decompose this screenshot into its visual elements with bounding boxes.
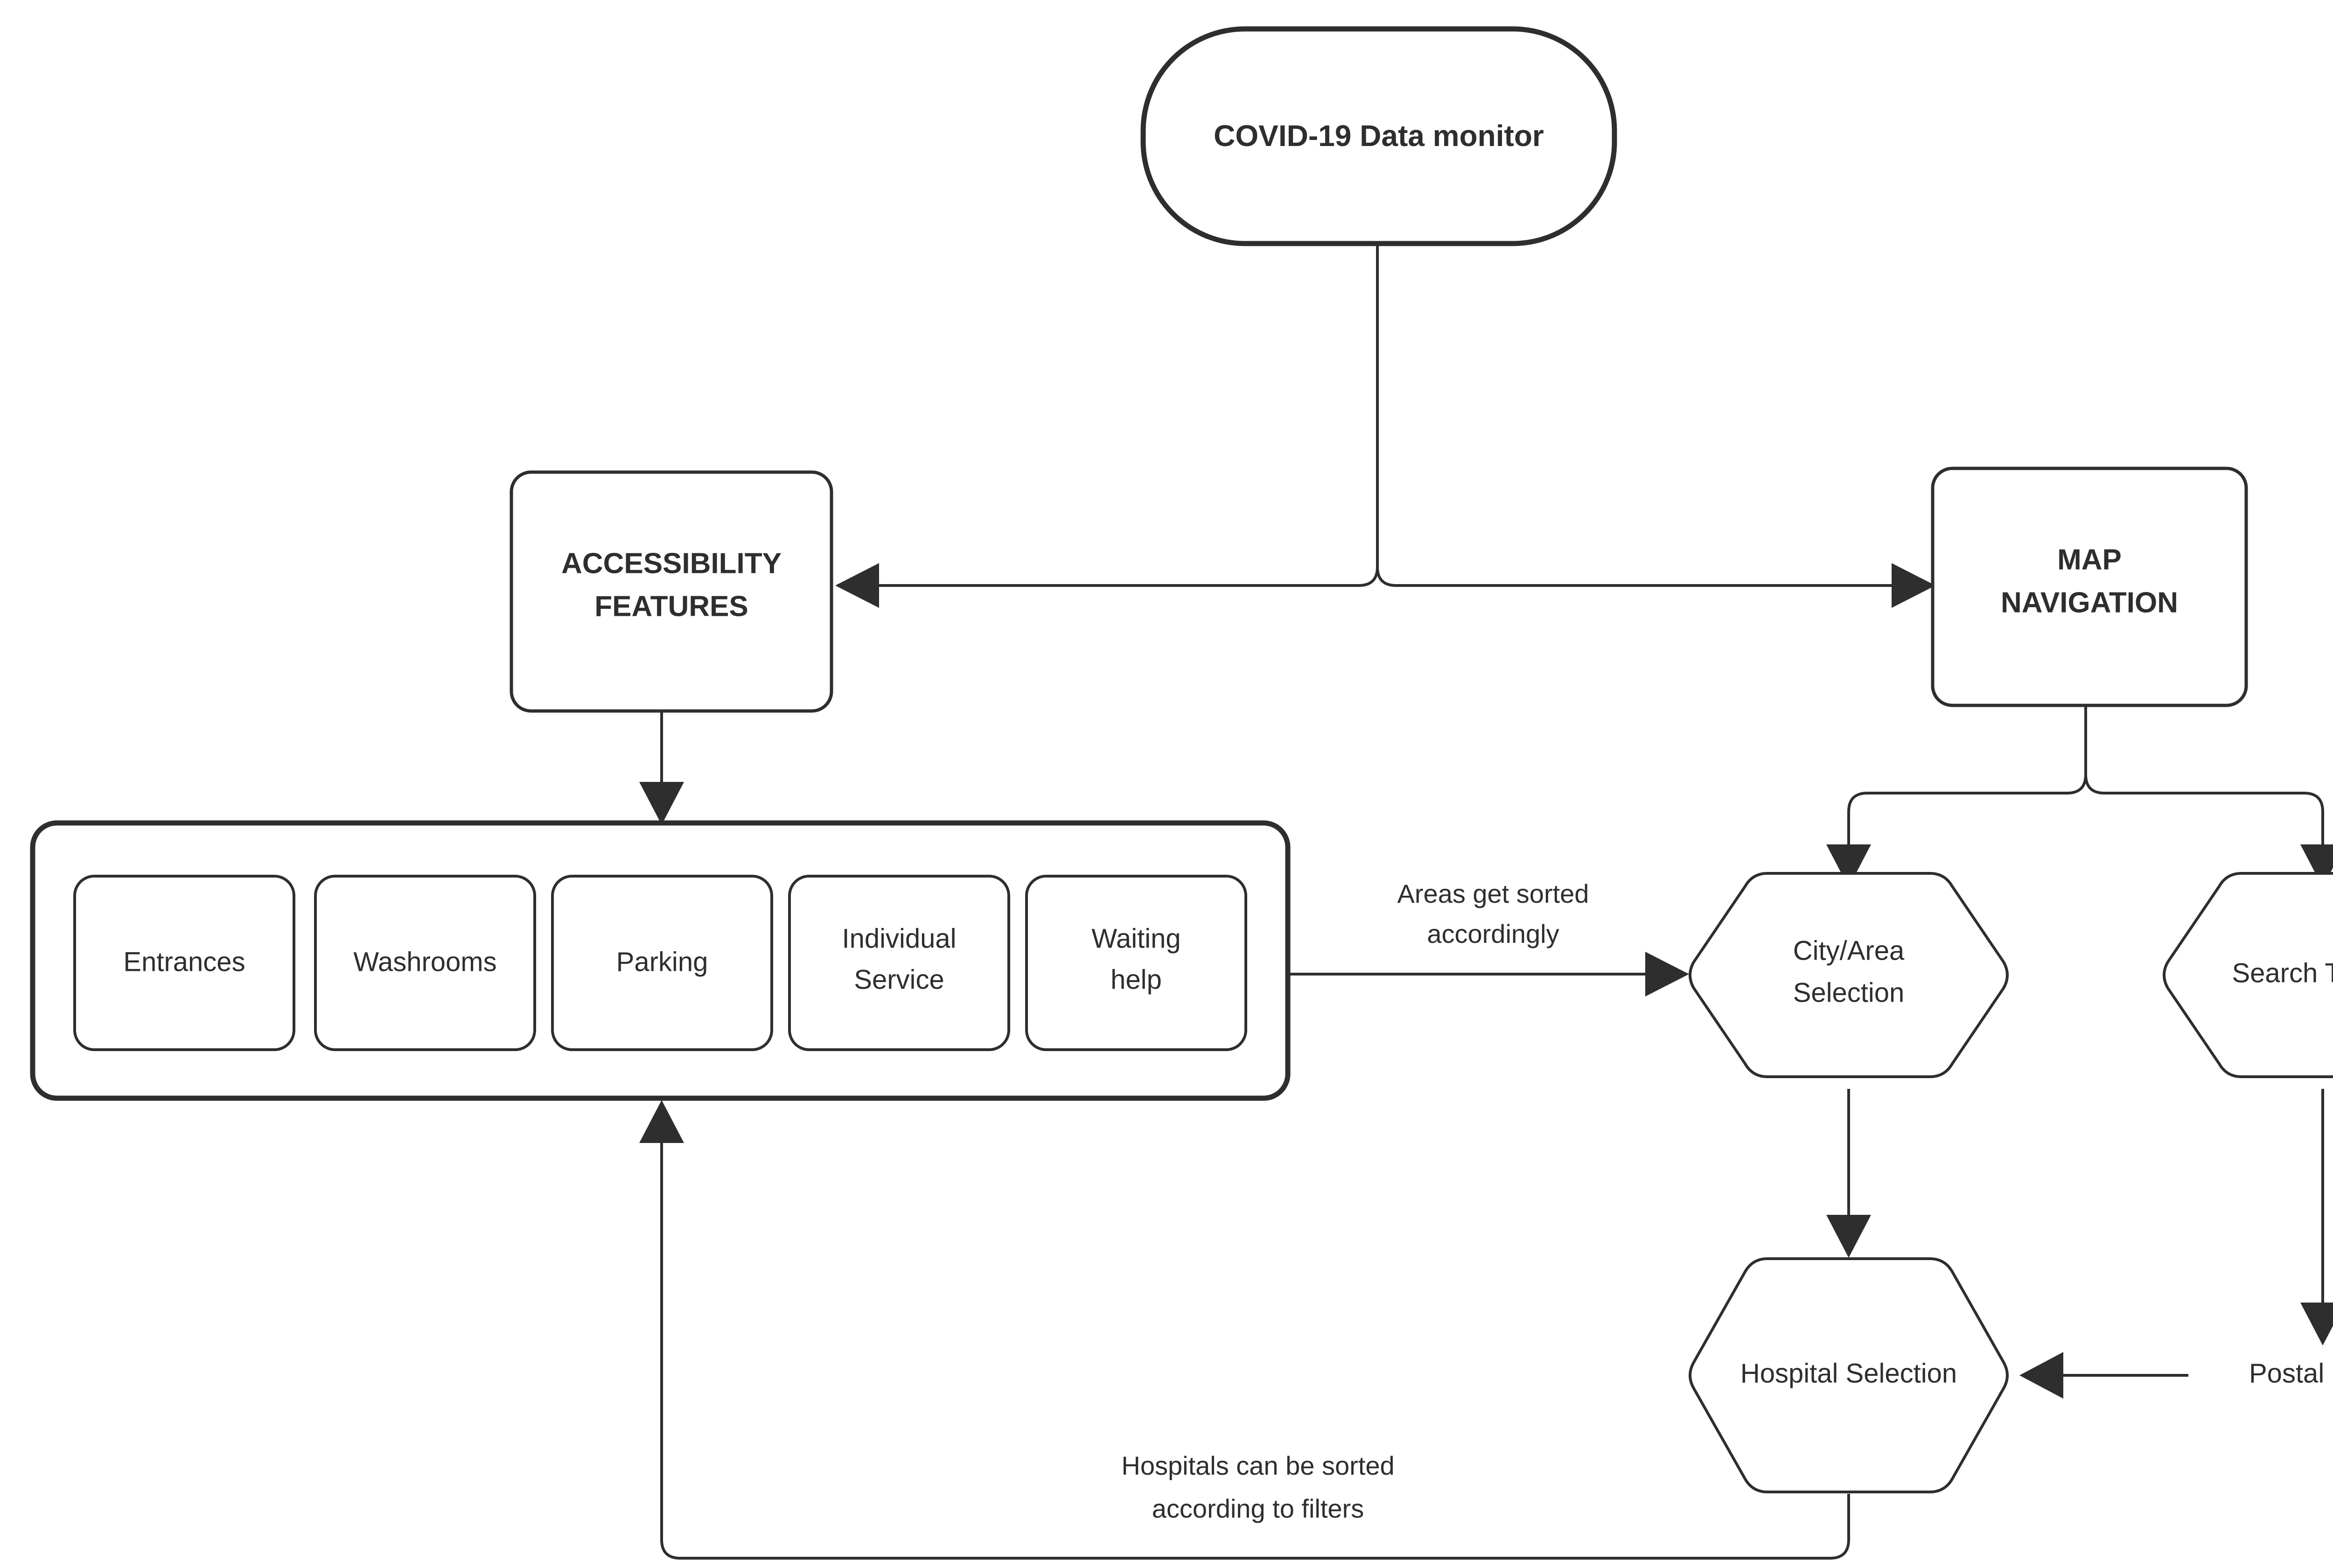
node-accessibility-features-label-line1: ACCESSIBILITY <box>561 547 782 579</box>
accessibility-item-waiting-help-label-line1: Waiting <box>1091 923 1180 954</box>
node-postal-code-label: Postal Code <box>2249 1358 2333 1388</box>
edge-search-toolbar-to-postal <box>2300 1089 2333 1345</box>
edge-root-to-accessibility-line <box>877 243 1379 587</box>
node-postal-code[interactable]: Postal Code <box>2249 1358 2333 1388</box>
node-map-navigation-label-line1: MAP <box>2057 544 2122 576</box>
arrow-head-postal-to-hospital <box>2019 1352 2063 1399</box>
node-accessibility-features[interactable]: ACCESSIBILITY FEATURES <box>510 470 833 713</box>
edge-hospital-feedback-line <box>660 1129 1850 1560</box>
accessibility-item-waiting-help[interactable]: Waiting help <box>1025 875 1247 1051</box>
accessibility-item-entrances-shape[interactable] <box>73 875 295 1051</box>
accessibility-item-parking-label: Parking <box>616 947 708 977</box>
accessibility-item-washrooms-shape[interactable] <box>314 875 536 1051</box>
node-map-navigation-label-line2: NAVIGATION <box>2001 586 2178 619</box>
node-root-shape[interactable] <box>1140 26 1617 246</box>
edge-label-areas-sorted-line2: accordingly <box>1427 919 1559 948</box>
node-search-toolbar-shape[interactable] <box>2163 872 2333 1078</box>
arrow-head-to-city-area <box>1645 952 1689 997</box>
accessibility-item-washrooms[interactable]: Washrooms <box>314 875 536 1051</box>
edge-mapnav-to-city-area-line <box>1847 705 2087 861</box>
node-search-toolbar[interactable]: Search Toolbar <box>2163 872 2333 1078</box>
accessibility-item-individual-service[interactable]: Individual Service <box>788 875 1010 1051</box>
accessibility-item-individual-service-label-line1: Individual <box>842 923 956 954</box>
node-map-navigation-shape[interactable] <box>1931 467 2248 707</box>
node-hospital-selection[interactable]: Hospital Selection <box>1689 1257 2009 1493</box>
node-root-label: COVID-19 Data monitor <box>1214 119 1544 153</box>
accessibility-item-individual-service-shape[interactable] <box>788 875 1010 1051</box>
edge-label-areas-sorted: Areas get sorted accordingly <box>1397 879 1589 948</box>
edge-root-branch <box>835 243 1935 608</box>
node-hospital-selection-label: Hospital Selection <box>1740 1358 1957 1388</box>
accessibility-item-parking-shape[interactable] <box>551 875 773 1051</box>
arrow-head-to-mapnav <box>1892 563 1935 608</box>
arrow-head-search-toolbar-to-postal <box>2300 1303 2333 1345</box>
accessibility-features-group: Entrances Washrooms Parking Individual S… <box>30 820 1291 1101</box>
edge-hospital-feedback <box>639 1100 1850 1560</box>
accessibility-item-individual-service-label-line2: Service <box>854 964 944 995</box>
edge-mapnav-to-search-toolbar-line <box>2084 774 2324 861</box>
node-city-area-selection-label-line1: City/Area <box>1793 935 1905 966</box>
node-hospital-selection-shape[interactable] <box>1689 1257 2009 1493</box>
accessibility-item-parking[interactable]: Parking <box>551 875 773 1051</box>
edge-root-to-mapnav-line <box>1376 566 1912 587</box>
edge-accessibility-to-group <box>639 711 684 825</box>
node-accessibility-features-label-line2: FEATURES <box>594 590 748 622</box>
node-city-area-selection[interactable]: City/Area Selection <box>1689 872 2009 1078</box>
edge-mapnav-split <box>1826 705 2333 887</box>
accessibility-item-washrooms-label: Washrooms <box>353 947 496 977</box>
edge-label-hospitals-sorted: Hospitals can be sorted according to fil… <box>1121 1451 1394 1523</box>
accessibility-item-entrances[interactable]: Entrances <box>73 875 295 1051</box>
edge-postal-to-hospital <box>2019 1352 2188 1399</box>
accessibility-item-entrances-label: Entrances <box>123 947 245 977</box>
arrow-head-city-area-to-hospital <box>1826 1215 1871 1258</box>
edge-label-hospitals-sorted-line2: according to filters <box>1152 1494 1364 1523</box>
node-root[interactable]: COVID-19 Data monitor <box>1140 26 1617 246</box>
edge-label-areas-sorted-line1: Areas get sorted <box>1397 879 1589 908</box>
arrow-head-to-accessibility-group <box>639 782 684 825</box>
arrow-head-mapnav-to-city-area <box>1826 844 1871 887</box>
node-city-area-selection-shape[interactable] <box>1689 872 2009 1078</box>
edge-label-hospitals-sorted-line1: Hospitals can be sorted <box>1121 1451 1394 1480</box>
edge-group-to-city-area <box>1288 952 1689 997</box>
node-city-area-selection-label-line2: Selection <box>1793 977 1905 1008</box>
node-map-navigation[interactable]: MAP NAVIGATION <box>1931 467 2248 707</box>
accessibility-item-waiting-help-label-line2: help <box>1111 964 1162 995</box>
edge-city-area-to-hospital <box>1826 1089 1871 1258</box>
arrow-head-to-accessibility <box>835 563 879 608</box>
accessibility-item-waiting-help-shape[interactable] <box>1025 875 1247 1051</box>
arrow-head-hospital-feedback <box>639 1100 684 1143</box>
node-search-toolbar-label: Search Toolbar <box>2232 958 2333 988</box>
node-accessibility-features-shape[interactable] <box>510 470 833 713</box>
